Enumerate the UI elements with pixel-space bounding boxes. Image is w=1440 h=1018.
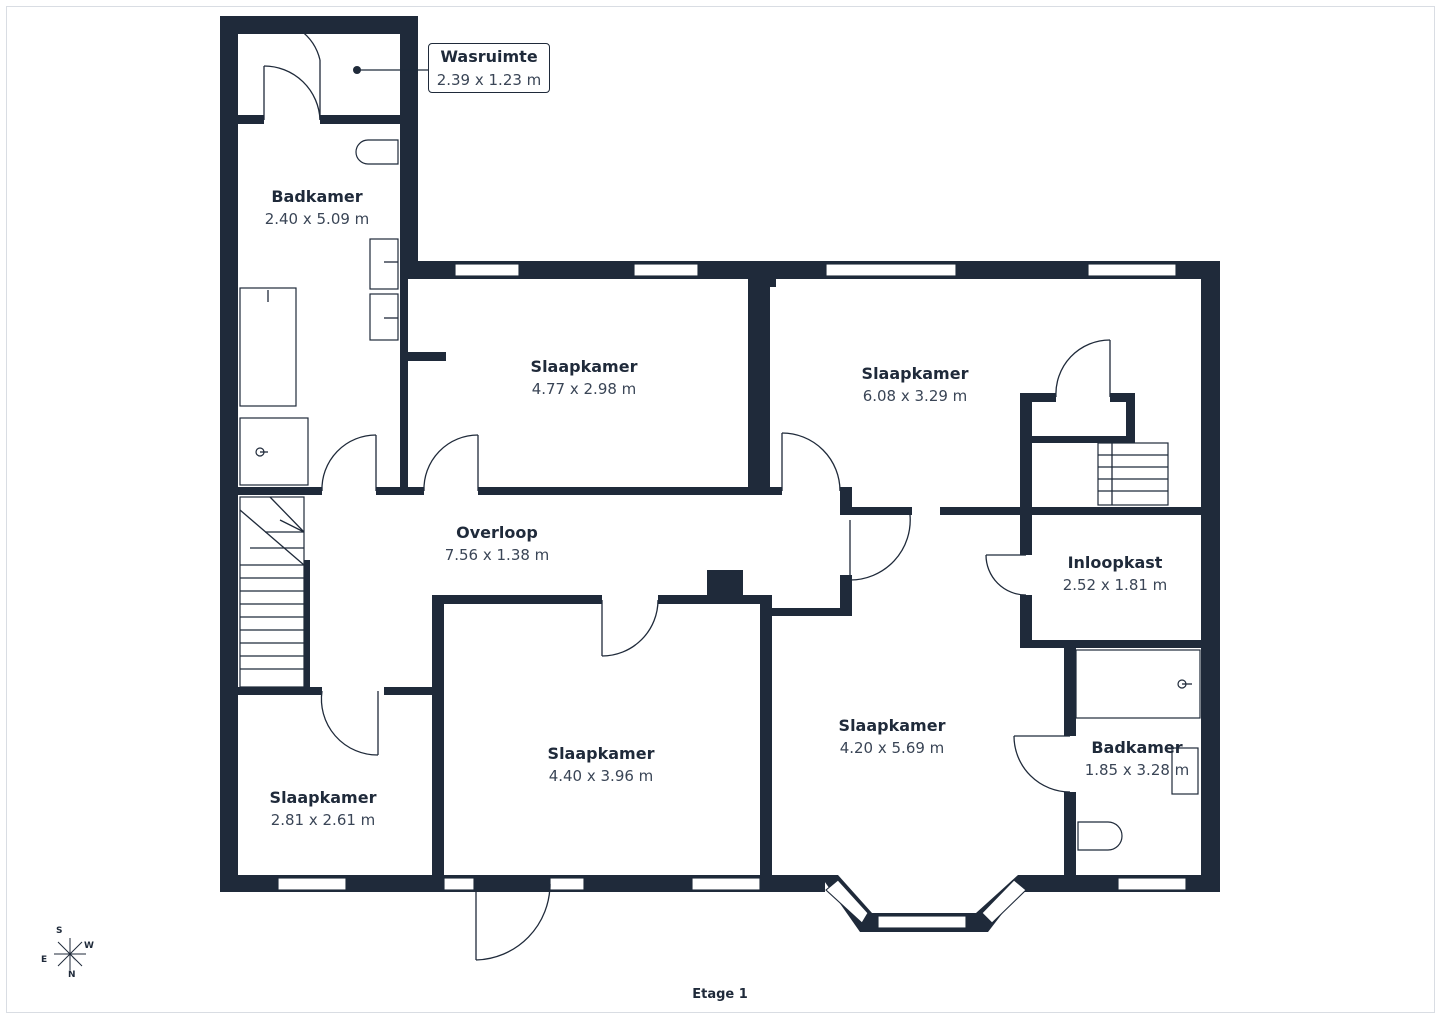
room-dims-slaapkamer-3: 4.40 x 3.96 m bbox=[548, 767, 654, 785]
bay-window bbox=[820, 875, 1032, 932]
room-name-slaapkamer-3: Slaapkamer bbox=[547, 744, 655, 763]
compass-s: S bbox=[56, 926, 63, 936]
interior-walls bbox=[238, 115, 1202, 892]
room-dims-slaapkamer-5: 2.81 x 2.61 m bbox=[270, 811, 376, 829]
compass-e: E bbox=[41, 955, 48, 965]
room-name-slaapkamer-2: Slaapkamer bbox=[861, 364, 969, 383]
page-frame bbox=[6, 6, 1435, 1013]
compass-w: W bbox=[84, 941, 94, 951]
room-dims-inloopkast: 2.52 x 1.81 m bbox=[1062, 576, 1168, 594]
room-name-slaapkamer-4: Slaapkamer bbox=[838, 716, 946, 735]
room-dims-badkamer-small: 1.85 x 3.28 m bbox=[1084, 761, 1190, 779]
floor-label: Etage 1 bbox=[692, 987, 748, 1002]
bath-fixtures bbox=[239, 66, 1201, 851]
room-name-slaapkamer-1: Slaapkamer bbox=[530, 357, 638, 376]
room-dims-slaapkamer-2: 6.08 x 3.29 m bbox=[862, 387, 968, 405]
room-name-wasruimte: Wasruimte bbox=[440, 47, 538, 66]
room-dims-badkamer-large: 2.40 x 5.09 m bbox=[264, 210, 370, 228]
room-dims-wasruimte: 2.39 x 1.23 m bbox=[436, 71, 542, 89]
room-name-badkamer-large: Badkamer bbox=[271, 187, 363, 206]
windows bbox=[277, 263, 1187, 891]
room-dims-slaapkamer-4: 4.20 x 5.69 m bbox=[839, 739, 945, 757]
room-dims-slaapkamer-1: 4.77 x 2.98 m bbox=[531, 380, 637, 398]
room-name-badkamer-small: Badkamer bbox=[1091, 738, 1183, 757]
room-name-overloop: Overloop bbox=[456, 523, 538, 542]
compass-icon bbox=[54, 938, 86, 970]
doors bbox=[263, 29, 1111, 961]
stairs bbox=[239, 442, 1169, 688]
wasruimte-callout bbox=[428, 43, 550, 93]
room-dims-overloop: 7.56 x 1.38 m bbox=[444, 546, 550, 564]
compass-n: N bbox=[68, 970, 76, 980]
room-name-inloopkast: Inloopkast bbox=[1067, 553, 1163, 572]
room-name-slaapkamer-5: Slaapkamer bbox=[269, 788, 377, 807]
